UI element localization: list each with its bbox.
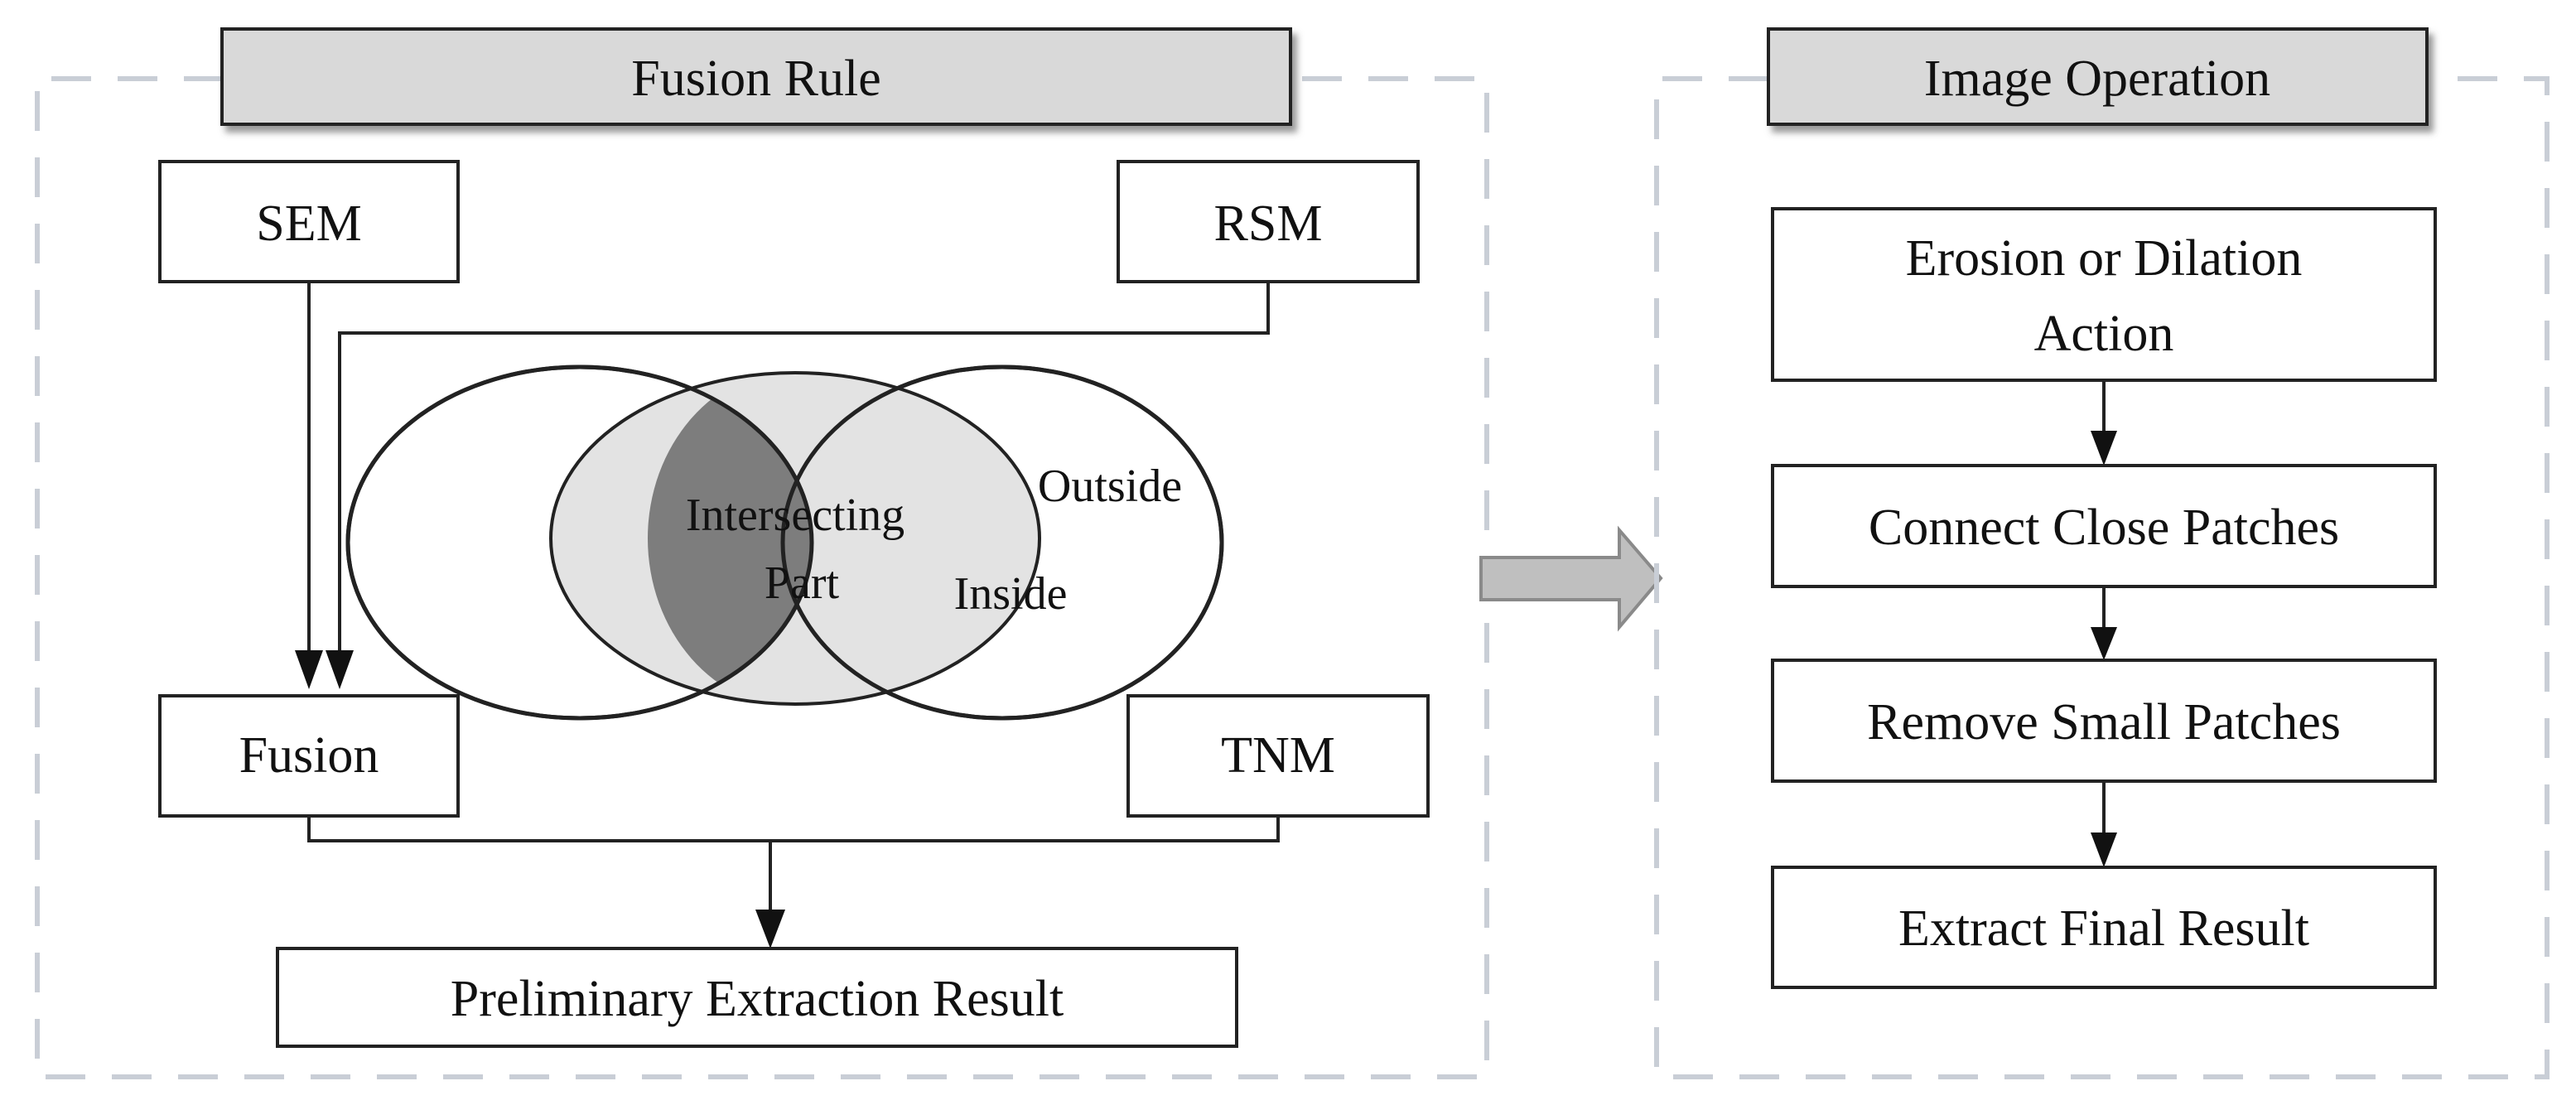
flow-arrow (1479, 525, 1663, 632)
step-erosion-line2: Action (2034, 306, 2174, 362)
merge-arrowhead (755, 910, 785, 948)
step-erosion-dilation: Erosion or Dilation Action (1771, 207, 2437, 382)
step-extract-label: Extract Final Result (1898, 900, 2309, 957)
outside-label: Outside (1038, 461, 1182, 512)
arrowhead-1 (2091, 431, 2117, 466)
step-extract-result: Extract Final Result (1771, 866, 2437, 989)
step-remove-label: Remove Small Patches (1867, 694, 2341, 750)
venn-intersection (648, 369, 812, 708)
preliminary-result-box: Preliminary Extraction Result (276, 947, 1238, 1048)
part-label: Part (765, 557, 840, 609)
rsm-to-fusion-arrowhead (326, 650, 354, 689)
fusion-rule-dashed-border (35, 76, 1489, 1079)
step-remove-patches: Remove Small Patches (1771, 659, 2437, 783)
fusion-box: Fusion (158, 694, 460, 818)
image-operation-title-box: Image Operation (1767, 27, 2429, 126)
rsm-label: RSM (1214, 195, 1323, 252)
fusion-rule-panel: Fusion Rule SEM RSM Intersecti (35, 27, 1489, 1079)
arrowhead-3 (2091, 832, 2117, 867)
step-connect-patches: Connect Close Patches (1771, 464, 2437, 588)
image-operation-panel: Image Operation Erosion or Dilation Acti… (1654, 27, 2549, 1079)
step-connect-label: Connect Close Patches (1869, 499, 2339, 556)
fusion-label: Fusion (239, 727, 379, 784)
image-operation-dashed-border (1654, 76, 2549, 1079)
tnm-box: TNM (1126, 694, 1430, 818)
fusion-rule-title: Fusion Rule (631, 51, 880, 107)
preliminary-result-label: Preliminary Extraction Result (451, 971, 1064, 1027)
sem-to-fusion-arrowhead (295, 650, 323, 689)
venn-diagram: Intersecting Part Inside Outside (345, 364, 1224, 721)
merge-connector (307, 816, 1280, 928)
step-erosion-line1: Erosion or Dilation (1906, 230, 2303, 287)
sem-box: SEM (158, 160, 460, 283)
input-connectors (307, 282, 1270, 671)
fusion-rule-title-box: Fusion Rule (220, 27, 1292, 126)
sem-label: SEM (256, 195, 361, 252)
rsm-to-fusion-line (338, 282, 1270, 671)
intersecting-label: Intersecting (686, 490, 904, 541)
image-operation-title: Image Operation (1924, 51, 2270, 107)
tnm-label: TNM (1221, 727, 1335, 784)
rsm-box: RSM (1117, 160, 1420, 283)
inside-label: Inside (954, 568, 1068, 620)
arrowhead-2 (2091, 627, 2117, 660)
